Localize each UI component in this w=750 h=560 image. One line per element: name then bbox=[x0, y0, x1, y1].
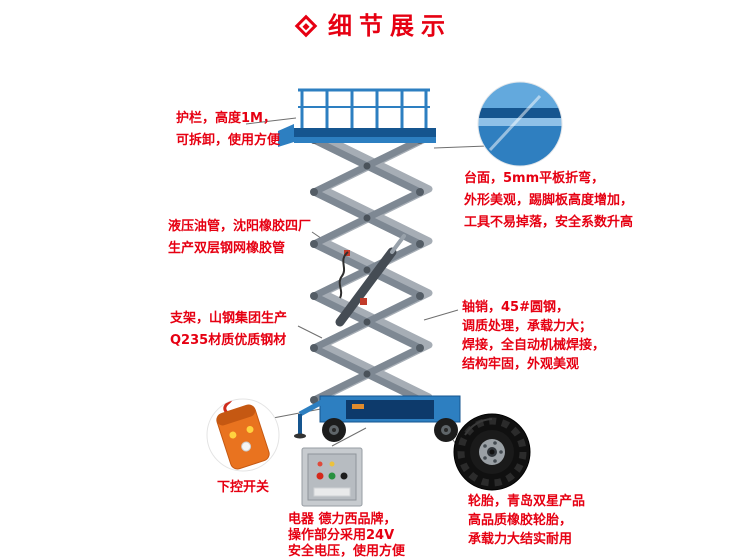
callout-line: 液压油管，沈阳橡胶四厂 bbox=[168, 219, 312, 234]
callout-line: 高品质橡胶轮胎， bbox=[468, 513, 573, 528]
remote-control-photo bbox=[206, 398, 280, 472]
wheel-right bbox=[434, 418, 458, 442]
callout-platform: 台面，5mm平板折弯， 外形美观，踢脚板高度增加， 工具不易掉落，安全系数升高 bbox=[464, 168, 633, 234]
callout-line: 结构牢固，外观美观 bbox=[462, 357, 580, 372]
callout-guardrail: 护栏，高度1M， 可拆卸，使用方便 bbox=[176, 108, 280, 152]
callout-line: 轮胎，青岛双星产品 bbox=[468, 494, 586, 509]
callout-tire: 轮胎，青岛双星产品 高品质橡胶轮胎， 承载力大结实耐用 bbox=[468, 492, 585, 549]
callout-line: 承载力大结实耐用 bbox=[468, 532, 573, 547]
platform-guardrail bbox=[278, 88, 436, 147]
callout-bracket: 支架，山钢集团生产 Q235材质优质钢材 bbox=[170, 308, 287, 352]
callout-line: 操作部分采用24V bbox=[288, 528, 395, 543]
callout-pin: 轴销，45#圆钢， 调质处理，承载力大； 焊接，全自动机械焊接， 结构牢固，外观… bbox=[462, 298, 605, 374]
callout-line: 可拆卸，使用方便 bbox=[176, 133, 281, 148]
remote-switch-label: 下控开关 bbox=[216, 480, 269, 495]
callout-hose: 液压油管，沈阳橡胶四厂 生产双层钢网橡胶管 bbox=[168, 216, 311, 260]
callout-line: 生产双层钢网橡胶管 bbox=[168, 241, 286, 256]
chassis-base bbox=[294, 395, 461, 439]
page-title: 细节展示 bbox=[0, 12, 750, 40]
hydraulic-hose bbox=[338, 251, 349, 299]
diamond-icon bbox=[294, 14, 318, 38]
electric-box-photo bbox=[301, 447, 363, 507]
callout-line: 轴销，45#圆钢， bbox=[462, 300, 569, 315]
callout-line: 安全电压，使用方便 bbox=[288, 544, 406, 559]
callout-line: 支架，山钢集团生产 bbox=[170, 311, 288, 326]
callout-line: 电器 德力西品牌， bbox=[288, 512, 397, 527]
callout-line: 护栏，高度1M， bbox=[176, 111, 276, 126]
platform-closeup-photo bbox=[477, 81, 563, 167]
callout-line: 焊接，全自动机械焊接， bbox=[462, 338, 606, 353]
tire-photo bbox=[453, 413, 531, 491]
page-title-text: 细节展示 bbox=[328, 12, 452, 40]
callout-line: 外形美观，踢脚板高度增加， bbox=[464, 193, 634, 208]
callout-line: 调质处理，承载力大； bbox=[462, 319, 593, 334]
platform-deck bbox=[294, 128, 436, 137]
callout-line: Q235材质优质钢材 bbox=[170, 333, 287, 348]
wheel-left bbox=[322, 418, 346, 442]
callout-line: 台面，5mm平板折弯， bbox=[464, 171, 605, 186]
callout-electric: 电器 德力西品牌， 操作部分采用24V 安全电压，使用方便 bbox=[288, 512, 405, 560]
callout-line: 工具不易掉落，安全系数升高 bbox=[464, 215, 634, 230]
